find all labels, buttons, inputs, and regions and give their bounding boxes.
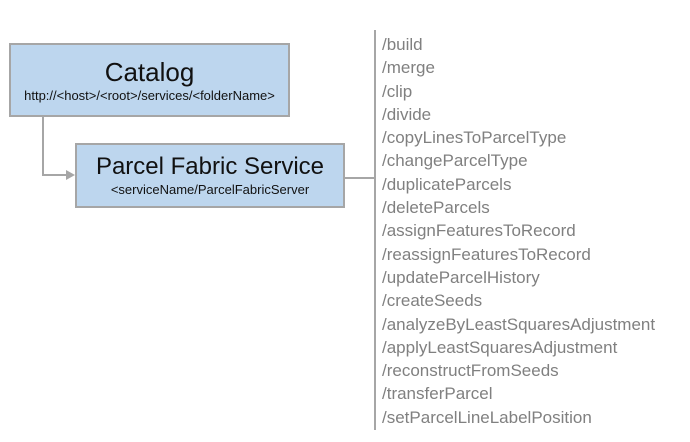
endpoint-item: /assignFeaturesToRecord xyxy=(382,221,576,241)
catalog-to-service-connector-horizontal xyxy=(42,174,67,176)
endpoint-item: /changeParcelType xyxy=(382,151,528,171)
endpoint-item: /divide xyxy=(382,104,432,124)
endpoint-item: /analyzeByLeastSquaresAdjustment xyxy=(382,314,656,334)
catalog-box: Catalog http://<host>/<root>/services/<f… xyxy=(9,43,290,117)
arrow-right-icon xyxy=(66,170,75,180)
endpoint-item: /createSeeds xyxy=(382,291,483,311)
endpoint-item: /clip xyxy=(382,81,413,101)
endpoint-item: /duplicateParcels xyxy=(382,174,512,194)
endpoint-item: /merge xyxy=(382,58,435,78)
endpoint-item: /updateParcelHistory xyxy=(382,267,540,287)
service-to-endpoints-connector xyxy=(345,177,374,179)
parcel-fabric-service-box: Parcel Fabric Service <serviceName/Parce… xyxy=(75,143,345,208)
catalog-to-service-connector-vertical xyxy=(42,117,44,176)
endpoint-item: /reassignFeaturesToRecord xyxy=(382,244,591,264)
catalog-url: http://<host>/<root>/services/<folderNam… xyxy=(24,87,275,103)
endpoint-item: /setParcelLineLabelPosition xyxy=(382,407,592,427)
service-title: Parcel Fabric Service xyxy=(95,153,325,180)
service-url: <serviceName/ParcelFabricServer xyxy=(110,182,310,197)
endpoint-item: /deleteParcels xyxy=(382,198,490,218)
endpoint-list: /build/merge/clip/divide/copyLinesToParc… xyxy=(382,33,682,429)
endpoint-item: /transferParcel xyxy=(382,384,493,404)
endpoint-item: /copyLinesToParcelType xyxy=(382,128,567,148)
endpoint-item: /applyLeastSquaresAdjustment xyxy=(382,337,618,357)
catalog-title: Catalog xyxy=(104,56,195,87)
endpoint-item: /build xyxy=(382,35,423,54)
endpoint-list-divider xyxy=(374,30,376,430)
endpoint-item: /reconstructFromSeeds xyxy=(382,361,559,381)
